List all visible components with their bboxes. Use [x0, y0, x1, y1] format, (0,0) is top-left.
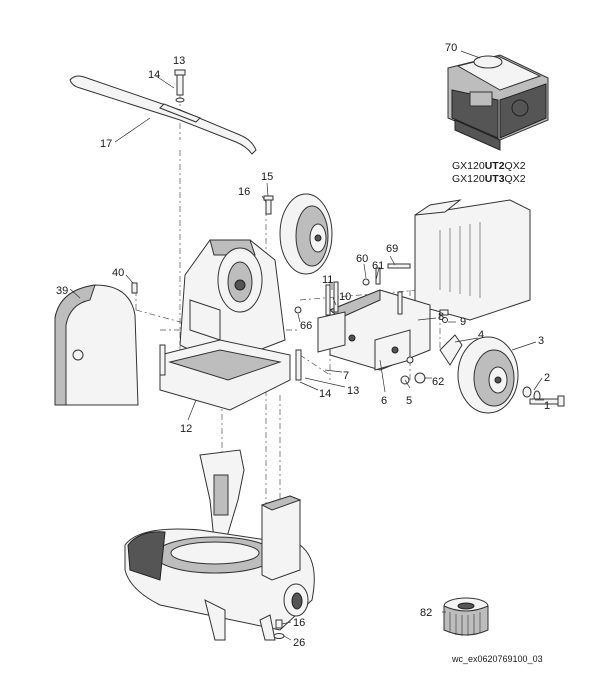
mounting-bracket — [317, 263, 449, 371]
figure-code: wc_ex0620769100_03 — [451, 654, 543, 664]
callout-14b: 14 — [319, 388, 331, 400]
callout-61: 61 — [372, 260, 384, 272]
handle-bar — [69, 69, 257, 155]
filter-element — [443, 597, 489, 636]
callout-10: 10 — [339, 291, 351, 303]
callout-39: 39 — [56, 285, 68, 297]
rear-engine-outline — [414, 199, 531, 321]
callout-13b: 13 — [347, 385, 359, 397]
engine-illustration — [447, 54, 549, 151]
callout-60: 60 — [356, 253, 368, 265]
callout-62: 62 — [432, 376, 444, 388]
gearbox-housing — [159, 239, 302, 411]
callout-9: 9 — [460, 316, 466, 328]
callout-12: 12 — [180, 423, 192, 435]
callout-5: 5 — [406, 395, 412, 407]
callout-69: 69 — [386, 243, 398, 255]
leader-lines — [69, 50, 544, 641]
callout-4: 4 — [478, 329, 484, 341]
right-wheel — [400, 334, 565, 414]
callout-40: 40 — [112, 267, 124, 279]
callout-14: 14 — [148, 69, 160, 81]
main-base-assembly — [124, 449, 315, 641]
upper-wheel — [263, 193, 333, 275]
callout-66: 66 — [300, 320, 312, 332]
callout-11: 11 — [322, 274, 333, 286]
engine-model-ut2: GX120UT2QX2 — [452, 160, 526, 172]
callout-16b: 16 — [293, 617, 305, 629]
callout-labels: 13 14 17 70 15 16 40 39 69 60 61 11 10 6… — [56, 42, 550, 649]
belt-guard-cover — [54, 282, 139, 406]
callout-8: 8 — [438, 311, 444, 323]
callout-1: 1 — [544, 400, 550, 412]
engine-model-ut3: GX120UT3QX2 — [452, 173, 526, 185]
callout-16: 16 — [238, 186, 250, 198]
callout-82: 82 — [420, 607, 432, 619]
callout-3: 3 — [538, 335, 544, 347]
callout-17: 17 — [100, 138, 112, 150]
callout-26: 26 — [293, 637, 305, 649]
callout-6: 6 — [381, 395, 387, 407]
callout-7: 7 — [343, 370, 349, 382]
callout-13: 13 — [173, 55, 185, 67]
callout-2: 2 — [544, 372, 550, 384]
callout-70: 70 — [445, 42, 457, 54]
engine-model-labels: GX120UT2QX2 GX120UT3QX2 — [452, 160, 526, 185]
callout-15: 15 — [261, 171, 273, 183]
